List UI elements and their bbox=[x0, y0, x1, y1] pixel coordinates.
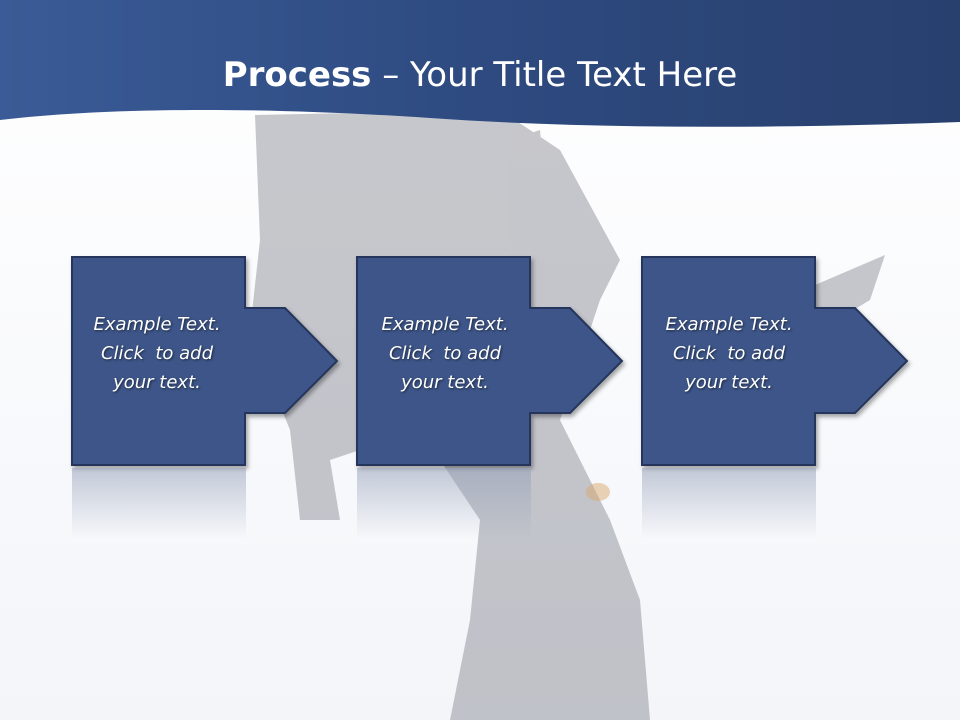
step-1-text[interactable]: Example Text. Click to add your text. bbox=[70, 310, 244, 397]
step-3-line-1: Example Text. bbox=[665, 314, 793, 335]
slide-title[interactable]: Process – Your Title Text Here bbox=[0, 50, 960, 100]
step-1-line-3: your text. bbox=[113, 372, 201, 393]
step-2-line-1: Example Text. bbox=[381, 314, 509, 335]
header-band bbox=[0, 0, 960, 127]
step-2-line-2: Click to add bbox=[388, 343, 501, 364]
step-3-text[interactable]: Example Text. Click to add your text. bbox=[642, 310, 816, 397]
step-1-reflection bbox=[72, 468, 246, 538]
step-1-line-2: Click to add bbox=[100, 343, 213, 364]
title-bold: Process bbox=[222, 55, 372, 95]
step-3-reflection bbox=[642, 468, 816, 538]
step-2-line-3: your text. bbox=[401, 372, 489, 393]
title-rest: – Your Title Text Here bbox=[371, 55, 738, 95]
process-step-3[interactable] bbox=[641, 256, 909, 466]
process-step-2[interactable] bbox=[356, 256, 624, 466]
step-2-text[interactable]: Example Text. Click to add your text. bbox=[358, 310, 532, 397]
step-2-reflection bbox=[357, 468, 531, 538]
step-3-line-3: your text. bbox=[685, 372, 773, 393]
process-step-1[interactable] bbox=[71, 256, 339, 466]
step-1-line-1: Example Text. bbox=[93, 314, 221, 335]
step-3-line-2: Click to add bbox=[672, 343, 785, 364]
